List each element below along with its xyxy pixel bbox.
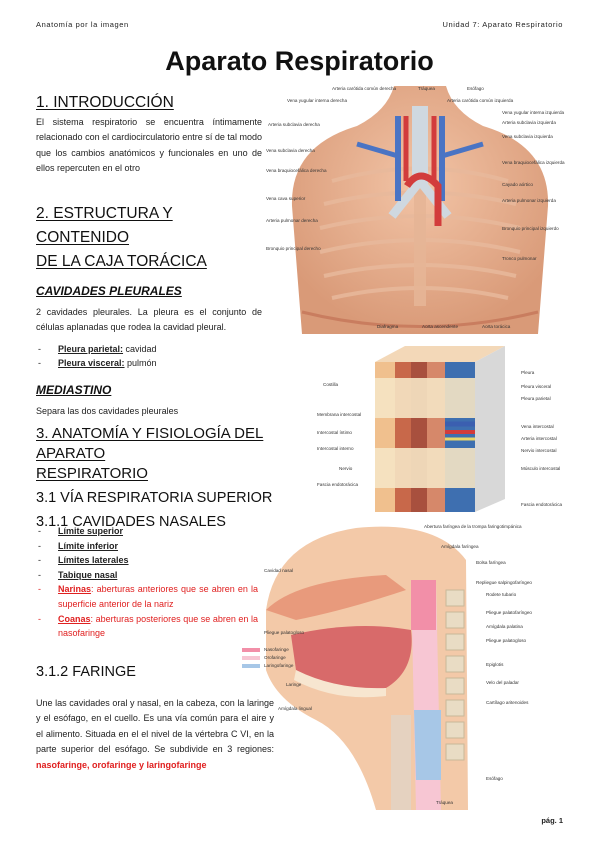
page-title: Aparato Respiratorio [165, 46, 434, 76]
anatomia-heading-1: 3. ANATOMÍA Y FISIOLOGÍA DEL APARATO [36, 425, 264, 462]
fig3-label: Cartílago aritenoides [486, 700, 529, 705]
cavidades-heading: CAVIDADES PLEURALES [36, 284, 182, 298]
fig1-label: Arteria carótida común izquierda [447, 98, 514, 103]
fig1-label: Vena subclavia izquierda [502, 134, 553, 139]
list-item: Pleura visceral: pulmón [36, 356, 262, 371]
figure-thorax: Arteria carótida común derecha Tráquea E… [262, 86, 578, 334]
fig1-label: Esófago [467, 86, 484, 91]
fig1-label: Arteria pulmonar derecha [266, 218, 318, 223]
fig1-label: Vena yugular interna derecha [287, 98, 348, 103]
nasal-list-block: Límite superior Límite inferior Límites … [36, 524, 258, 641]
intro-text: El sistema respiratorio se encuentra ínt… [36, 117, 262, 174]
fig1-label: Arteria pulmonar izquierda [502, 198, 556, 203]
figure-pharynx: Abertura faríngea de la trompa faringoti… [236, 520, 578, 810]
pharynx-illustration [242, 526, 468, 810]
faringe-section: 3.1.2 FARINGE Une las cavidades oral y n… [36, 662, 274, 773]
fig2-label: Costilla [323, 382, 339, 387]
list-item: Límite superior [36, 524, 258, 539]
fig1-label: Arteria subclavia izquierda [502, 120, 556, 125]
fig3-label: Epiglotis [486, 662, 504, 667]
legend-laringofaringe: Laringofaringe [264, 663, 294, 668]
fig1-label: Bronquio principal izquierdo [502, 226, 559, 231]
fig3-label: Pliegue palatogloso [264, 630, 305, 635]
fig1-label: Tronco pulmonar [502, 256, 537, 261]
list-item: Coanas: aberturas posteriores que se abr… [36, 612, 258, 641]
intercostal-illustration [375, 346, 505, 512]
faringe-regions: nasofaringe, orofaringe y laringofaringe [36, 759, 207, 770]
fig1-label: Bronquio principal derecho [266, 246, 321, 251]
fig2-label: Membrana intercostal [317, 412, 362, 417]
fig2-label: Fascia endotorácica [317, 482, 359, 487]
fig3-label: Velo del paladar [486, 680, 519, 685]
fig1-label: Aorta ascendente [422, 324, 459, 329]
fig1-label: Vena cava superior [266, 196, 306, 201]
fig1-label: Diafragma [377, 324, 399, 329]
fig1-label: Aorta torácica [482, 324, 511, 329]
via-superior-heading: 3.1 VÍA RESPIRATORIA SUPERIOR [36, 490, 273, 506]
fig2-label: Vena intercostal [521, 424, 554, 429]
fig3-label: Abertura faríngea de la trompa faringoti… [424, 524, 522, 529]
page-header-right: Unidad 7: Aparato Respiratorio [442, 20, 563, 29]
intro-heading: 1. INTRODUCCIÓN [36, 94, 174, 111]
fig3-label: Rodete tubario [486, 592, 517, 597]
faringe-heading: 3.1.2 FARINGE [36, 664, 136, 680]
fig1-label: Tráquea [418, 86, 435, 91]
legend-orofaringe: Orofaringe [264, 655, 286, 660]
anatomia-heading-2: RESPIRATORIO [36, 465, 148, 482]
figure-intercostal: Costilla Membrana intercostal Intercosta… [315, 344, 577, 514]
pleura-list: Pleura parietal: cavidad Pleura visceral… [36, 342, 262, 371]
fig1-label: Arteria carótida común derecha [332, 86, 397, 91]
fig1-label: Arteria subclavia derecha [268, 122, 320, 127]
fig3-label: Amígdala lingual [278, 706, 312, 711]
list-item: Tabique nasal [36, 568, 258, 583]
fig1-label: Vena braquiocefálica izquierda [502, 160, 565, 165]
anatomia-section: 3. ANATOMÍA Y FISIOLOGÍA DEL APARATO RES… [36, 424, 306, 532]
nasal-list: Límite superior Límite inferior Límites … [36, 524, 258, 641]
legend-nasofaringe: Nasofaringe [264, 647, 289, 652]
fig2-label: Intercostal íntimo [317, 430, 352, 435]
intro-section: 1. INTRODUCCIÓN El sistema respiratorio … [36, 92, 262, 177]
fig3-label: Cavidad nasal [264, 568, 294, 573]
fig1-label: Vena subclavia derecha [266, 148, 315, 153]
list-item: Pleura parietal: cavidad [36, 342, 262, 357]
mediastino-heading: MEDIASTINO [36, 383, 112, 397]
fig2-label: Nervio intercostal [521, 448, 557, 453]
faringe-text: Une las cavidades oral y nasal, en la ca… [36, 698, 274, 770]
list-item: Límites laterales [36, 553, 258, 568]
fig2-label: Músculo intercostal [521, 466, 561, 471]
fig1-label: Vena braquiocefálica derecha [266, 168, 327, 173]
fig2-label: Intercostal interno [317, 446, 354, 451]
fig2-label: Pleura [521, 370, 535, 375]
fig3-label: Esófago [486, 776, 503, 781]
estructura-section: 2. ESTRUCTURA Y CONTENIDO DE LA CAJA TOR… [36, 202, 262, 419]
list-item: Límite inferior [36, 539, 258, 554]
fig3-label: Laringe [286, 682, 302, 687]
fig3-label: Pliegue palatofaríngeo [486, 610, 532, 615]
fig1-label: Cayado aórtico [502, 182, 533, 187]
fig1-label: Vena yugular interna izquierda [502, 110, 565, 115]
page-number: pág. 1 [541, 816, 563, 825]
fig3-label: Pliegue palatogloso [486, 638, 527, 643]
fig3-label: Amígdala palatina [486, 624, 523, 629]
fig2-label: Arteria intercostal [521, 436, 557, 441]
cavidades-text: 2 cavidades pleurales. La pleura es el c… [36, 307, 262, 333]
thorax-illustration [291, 86, 549, 334]
list-item: Narinas: aberturas anteriores que se abr… [36, 582, 258, 611]
fig2-label: Pleura visceral [521, 384, 552, 389]
fig3-label: Amígdala faríngea [441, 544, 479, 549]
fig3-label: Repliegue salpingofaríngeo [476, 580, 532, 585]
estructura-heading-1: 2. ESTRUCTURA Y CONTENIDO [36, 205, 173, 246]
mediastino-text: Separa las dos cavidades pleurales [36, 406, 179, 416]
fig3-label: Tráquea [436, 800, 453, 805]
fig2-label: Fascia endotorácica [521, 502, 563, 507]
fig2-label: Pleura parietal [521, 396, 551, 401]
fig2-label: Nervio [339, 466, 353, 471]
fig3-label: Bolsa faríngea [476, 560, 506, 565]
page-header-left: Anatomía por la imagen [36, 20, 129, 29]
estructura-heading-2: DE LA CAJA TORÁCICA [36, 253, 207, 270]
